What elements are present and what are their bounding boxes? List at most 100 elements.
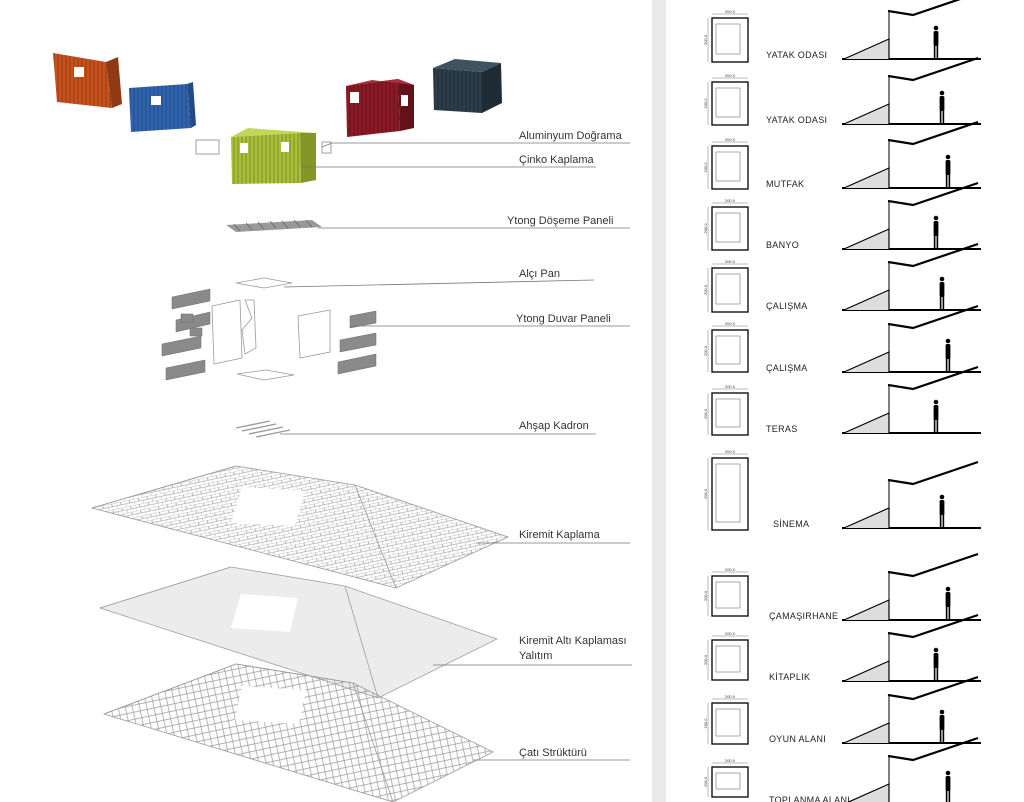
room-label: OYUN ALANI [769,734,826,744]
room-section [842,613,981,682]
room-label: ÇALIŞMA [766,363,808,373]
room-section [842,242,981,311]
room-plan: 200.0 200.0 [703,567,749,617]
room-label: ÇALIŞMA [766,301,808,311]
room-section [842,675,981,744]
room-plan: 200.0 200.0 [703,9,749,63]
red-module [346,79,414,137]
plan-dimension-top: 200.0 [725,73,736,78]
plan-dimension-top: 200.0 [725,567,736,572]
window-frame-left [195,139,220,155]
layer-label-yalitim: Yalıtım [519,650,552,662]
room-section [842,0,981,60]
layer-label-cati-strukturu: Çatı Strüktürü [519,747,587,759]
room-section [842,365,981,434]
plan-dimension-top: 200.0 [725,321,736,326]
green-module [231,128,316,184]
room-section [842,552,981,621]
room-plan: 200.0 200.0 [703,758,749,798]
room-label: ÇAMAŞIRHANE [769,611,838,621]
plan-dimension-top: 200.0 [725,631,736,636]
plan-dimension-top: 200.0 [725,259,736,264]
blue-module [129,82,196,132]
plan-dimension-top: 200.0 [725,198,736,203]
floor-panel [226,219,322,232]
room-section [847,736,979,802]
layer-label-ahsap-kadron: Ahşap Kadron [519,420,589,432]
wood-battens [235,420,291,438]
room-plan: 200.0 200.0 [703,259,749,313]
room-section [842,304,981,373]
plan-dimension-side: 200.0 [703,718,708,729]
exploded-axonometric-panel: Aluminyum Doğrama Çinko Kaplama Ytong Dö… [0,0,652,802]
room-plan: 200.0 200.0 [703,321,749,373]
plan-dimension-side: 200.0 [703,162,708,173]
room-label: KİTAPLIK [769,672,810,682]
roof-underlay-layer [98,566,499,699]
plan-dimension-top: 200.0 [725,9,736,14]
orange-module [53,53,122,108]
window-frame-right [321,141,332,154]
roof-tile-layer [90,465,510,589]
room-plan: 200.0 200.0 [703,449,749,531]
plan-dimension-top: 200.0 [725,384,736,389]
room-section [842,120,981,189]
layer-label-alci-pan: Alçı Pan [519,268,560,280]
plan-dimension-side: 200.0 [703,654,708,665]
room-label: MUTFAK [766,179,804,189]
layer-label-kiremit-alti-kaplamasi: Kiremit Altı Kaplaması [519,635,627,647]
plan-dimension-side: 200.0 [703,408,708,419]
plan-dimension-side: 200.0 [703,345,708,356]
room-label: YATAK ODASI [766,115,827,125]
room-label: TERAS [766,424,798,434]
layer-label-cinko-kaplama: Çinko Kaplama [519,154,594,166]
plan-dimension-side: 200.0 [703,34,708,45]
room-plan: 200.0 200.0 [703,137,749,190]
room-plan: 200.0 200.0 [703,631,749,681]
plan-dimension-side: 200.0 [703,776,708,787]
roof-structure-layer [102,663,494,802]
plan-dimension-side: 200.0 [703,590,708,601]
gypsum-board [235,277,293,289]
room-label: YATAK ODASI [766,50,827,60]
room-section [842,181,981,250]
plan-dimension-side: 200.0 [703,284,708,295]
plan-dimension-top: 200.0 [725,694,736,699]
plan-dimension-top: 200.0 [725,758,736,763]
plan-dimension-top: 200.0 [725,449,736,454]
layer-label-aluminyum-dograma: Aluminyum Doğrama [519,130,623,142]
plan-dimension-side: 200.0 [703,98,708,109]
layer-label-ytong-doseme-paneli: Ytong Döşeme Paneli [507,215,613,227]
room-label: SİNEMA [773,519,809,529]
room-label: TOPLANMA ALANI [769,795,850,802]
room-plan: 200.0 200.0 [703,73,749,126]
plan-dimension-side: 200.0 [703,223,708,234]
wall-panels [161,288,377,381]
layer-label-ytong-duvar-paneli: Ytong Duvar Paneli [516,313,611,325]
room-label: BANYO [766,240,799,250]
room-section [842,56,981,125]
layer-label-kiremit-kaplama: Kiremit Kaplama [519,529,601,541]
plan-dimension-side: 200.0 [703,488,708,499]
room-section [842,460,981,529]
plan-dimension-top: 200.0 [725,137,736,142]
wall-outlines [211,299,331,381]
room-plan: 200.0 200.0 [703,384,749,436]
room-plan: 200.0 200.0 [703,694,749,745]
navy-module [433,59,502,113]
